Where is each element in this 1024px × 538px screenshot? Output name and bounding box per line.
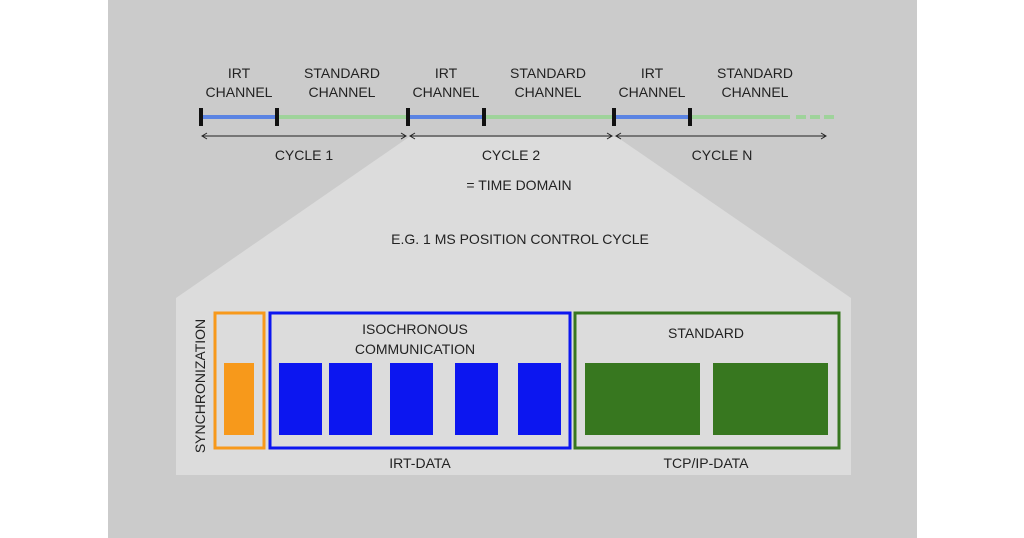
segment-label: CHANNEL <box>722 84 789 100</box>
cycle-label: CYCLE 1 <box>275 147 334 163</box>
channel-tick <box>275 108 279 126</box>
synchronization-frame <box>213 311 266 450</box>
irt-data-block <box>329 363 372 435</box>
isochronous-frame <box>268 311 572 450</box>
cycle-tick <box>406 108 410 126</box>
segment-label: IRT <box>228 65 251 81</box>
cycle-tick <box>199 108 203 126</box>
segment-label: CHANNEL <box>309 84 376 100</box>
irt-data-block <box>279 363 322 435</box>
segment-label: IRT <box>641 65 664 81</box>
isochronous-label: ISOCHRONOUS <box>362 321 468 337</box>
segment-label: CHANNEL <box>515 84 582 100</box>
cycle-1-arrow <box>201 132 407 140</box>
irt-data-label: IRT-DATA <box>389 455 451 471</box>
standard-label: STANDARD <box>668 325 744 341</box>
tcp-data-block <box>713 363 828 435</box>
standard-frame <box>573 311 841 450</box>
segment-label: CHANNEL <box>206 84 273 100</box>
channel-tick <box>482 108 486 126</box>
segment-label: STANDARD <box>717 65 793 81</box>
irt-data-block <box>518 363 561 435</box>
segment-label: STANDARD <box>304 65 380 81</box>
cycle-label: CYCLE 2 <box>482 147 541 163</box>
irt-data-block <box>455 363 498 435</box>
tcp-ip-data-label: TCP/IP-DATA <box>663 455 749 471</box>
channel-tick <box>688 108 692 126</box>
zoom-caption: E.G. 1 MS POSITION CONTROL CYCLE <box>391 231 649 247</box>
segment-label: IRT <box>435 65 458 81</box>
isochronous-label: COMMUNICATION <box>355 341 475 357</box>
time-domain-label: = TIME DOMAIN <box>466 177 571 193</box>
cycle-n-arrow <box>615 132 827 140</box>
cycle-label: CYCLE N <box>692 147 753 163</box>
segment-label: CHANNEL <box>619 84 686 100</box>
tcp-data-block <box>585 363 700 435</box>
segment-label: STANDARD <box>510 65 586 81</box>
cycle-2-arrow <box>409 132 613 140</box>
synchronization-label: SYNCHRONIZATION <box>192 319 208 453</box>
sync-block <box>224 363 254 435</box>
irt-data-block <box>390 363 433 435</box>
segment-label: CHANNEL <box>413 84 480 100</box>
cycle-tick <box>612 108 616 126</box>
